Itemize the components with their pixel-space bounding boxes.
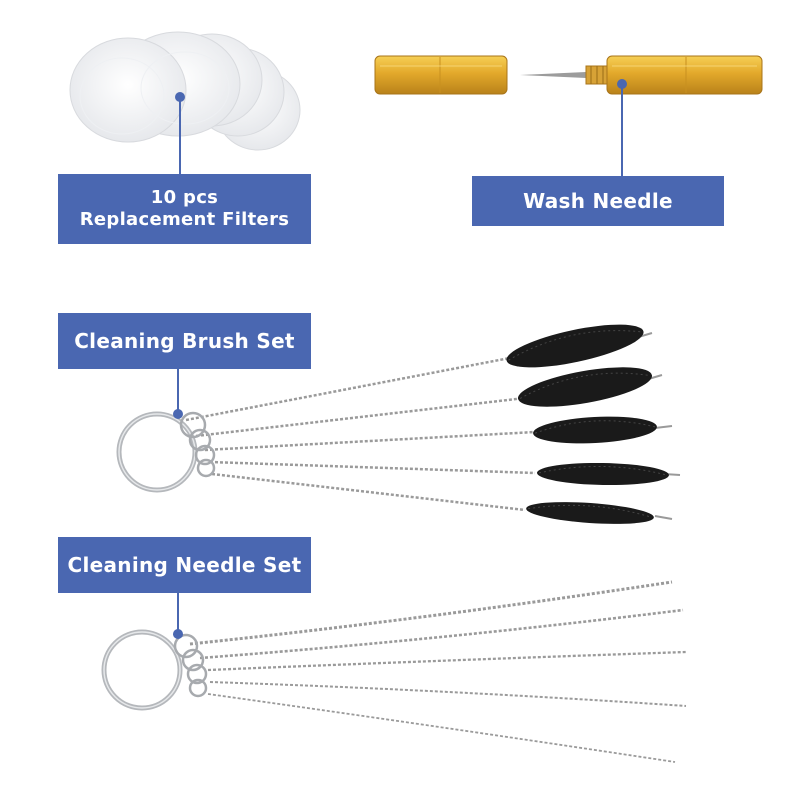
callout-connectors <box>173 79 627 639</box>
wash-needle-label: Wash Needle <box>472 176 724 226</box>
cleaning-brush-set-image <box>116 324 681 524</box>
brush-head-5 <box>526 502 654 524</box>
wash-needle-image <box>374 55 763 95</box>
needle-set-text: Cleaning Needle Set <box>67 553 302 577</box>
brush-head-4 <box>537 462 669 486</box>
filters-count-text: 10 pcs <box>150 187 219 208</box>
filters-name-text: Replacement Filters <box>79 209 290 230</box>
wash-needle-text: Wash Needle <box>523 189 673 213</box>
brush-head-2 <box>517 367 653 407</box>
brush-head-1 <box>506 324 644 368</box>
cleaning-brush-set-label: Cleaning Brush Set <box>58 313 311 369</box>
brush-set-text: Cleaning Brush Set <box>74 329 295 353</box>
cleaning-needle-set-label: Cleaning Needle Set <box>58 537 311 593</box>
replacement-filters-label: 10 pcs Replacement Filters <box>58 174 311 244</box>
replacement-filters-image <box>69 31 301 151</box>
brush-head-3 <box>533 416 657 444</box>
cleaning-needle-set-image <box>101 580 687 763</box>
